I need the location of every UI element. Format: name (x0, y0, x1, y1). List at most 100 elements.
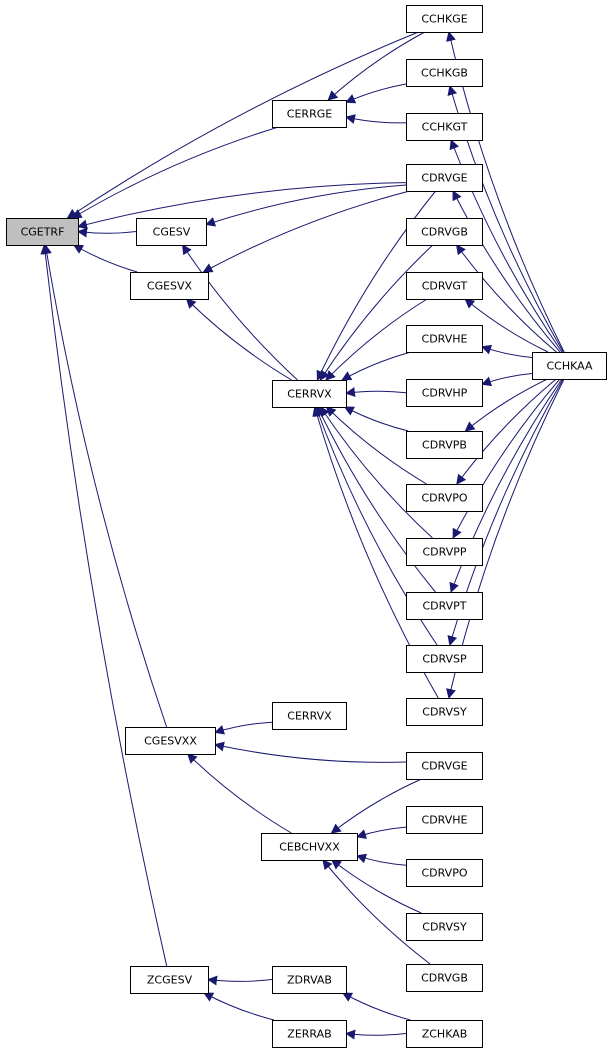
edge-cchkaa-to-cdrvpo (456, 378, 557, 485)
node-box[interactable] (130, 966, 209, 994)
node-cebchvxx[interactable]: CEBCHVXX (261, 833, 358, 861)
node-cdrvsy[interactable]: CDRVSY (406, 698, 483, 726)
node-box[interactable] (406, 698, 483, 726)
node-cdrvgt[interactable]: CDRVGT (406, 272, 483, 300)
edge-cchkaa-to-cdrvhe (481, 344, 533, 358)
node-box[interactable] (406, 484, 483, 512)
node-box[interactable] (406, 218, 483, 246)
edge-zcgesv-to-cgetrf (40, 244, 168, 967)
edge-cdrvgb2-to-cebchvxx (322, 859, 431, 965)
node-cdrvge[interactable]: CDRVGE (406, 164, 483, 192)
node-cchkge[interactable]: CCHKGE (406, 5, 483, 33)
edge-cchkge-to-cerrge (327, 31, 426, 101)
node-cdrvhe[interactable]: CDRVHE (406, 806, 483, 834)
node-cdrvhe[interactable]: CDRVHE (406, 325, 483, 353)
edge-cerrge-to-cgetrf (71, 126, 279, 219)
node-box[interactable] (406, 113, 483, 141)
node-zerrab[interactable]: ZERRAB (272, 1020, 347, 1048)
node-zcgesv[interactable]: ZCGESV (130, 966, 209, 994)
edge-cchkaa-to-cdrvhp (481, 373, 533, 387)
node-cchkgb[interactable]: CCHKGB (406, 59, 483, 87)
node-box[interactable] (272, 966, 347, 994)
node-cgesvxx[interactable]: CGESVXX (125, 727, 216, 755)
edge-cerrvx2-to-cgesvxx (214, 721, 273, 735)
node-box[interactable] (406, 645, 483, 673)
node-box[interactable] (406, 806, 483, 834)
edge-cerrvx-to-cgesv (181, 244, 298, 381)
node-box[interactable] (406, 964, 483, 992)
node-cchkaa[interactable]: CCHKAA (532, 352, 607, 380)
node-label: ZCGESV (147, 974, 193, 987)
node-label: CDRVSY (422, 706, 467, 719)
node-box[interactable] (406, 5, 483, 33)
node-label: CERRVX (287, 388, 332, 401)
node-label: CDRVSP (422, 653, 467, 666)
node-label: ZERRAB (287, 1028, 331, 1041)
node-box[interactable] (406, 1020, 483, 1048)
node-label: CDRVGT (422, 280, 468, 293)
node-cgetrf[interactable]: CGETRF (6, 218, 79, 246)
edge-cdrvge-to-cgesv (205, 184, 407, 227)
node-cdrvgb[interactable]: CDRVGB (406, 218, 483, 246)
node-box[interactable] (272, 100, 347, 128)
node-cerrvx[interactable]: CERRVX (272, 702, 347, 730)
edge-cdrvpo2-to-cebchvxx (356, 853, 407, 866)
node-cdrvpp[interactable]: CDRVPP (406, 538, 483, 566)
node-cchkgt[interactable]: CCHKGT (406, 113, 483, 141)
edge-zdrvab-to-zcgesv (207, 975, 273, 986)
node-box[interactable] (406, 379, 483, 407)
nodes-layer: CGETRF CERRGE CGESV CGESVX CERRVX CGESVXX CERR… (6, 5, 607, 1048)
node-box[interactable] (406, 592, 483, 620)
edge-zerrab-to-zcgesv (203, 992, 275, 1021)
node-cdrvpt[interactable]: CDRVPT (406, 592, 483, 620)
node-box[interactable] (406, 431, 483, 459)
node-box[interactable] (406, 913, 483, 941)
node-label: CCHKGT (422, 121, 468, 134)
node-label: CDRVPT (422, 600, 466, 613)
node-box[interactable] (272, 702, 347, 730)
node-box[interactable] (125, 727, 216, 755)
node-box[interactable] (136, 218, 207, 246)
node-cdrvpo[interactable]: CDRVPO (406, 484, 483, 512)
node-cdrvpb[interactable]: CDRVPB (406, 431, 483, 459)
node-cerrge[interactable]: CERRGE (272, 100, 347, 128)
edge-cdrvge-to-cerrvx (316, 190, 436, 381)
node-box[interactable] (532, 352, 607, 380)
edge-cdrvgb-to-cerrvx (319, 244, 434, 381)
node-box[interactable] (406, 859, 483, 887)
node-box[interactable] (406, 59, 483, 87)
edge-cdrvgt-to-cerrvx (325, 298, 428, 381)
node-box[interactable] (406, 752, 483, 780)
node-cdrvgb[interactable]: CDRVGB (406, 964, 483, 992)
node-zdrvab[interactable]: ZDRVAB (272, 966, 347, 994)
node-box[interactable] (272, 1020, 347, 1048)
node-box[interactable] (406, 325, 483, 353)
node-box[interactable] (130, 272, 209, 300)
node-label: CCHKGB (421, 67, 468, 80)
node-zchkab[interactable]: ZCHKAB (406, 1020, 483, 1048)
node-box[interactable] (406, 272, 483, 300)
node-label: CERRGE (287, 108, 332, 121)
node-cdrvsp[interactable]: CDRVSP (406, 645, 483, 673)
node-box[interactable] (6, 218, 79, 246)
node-cdrvge[interactable]: CDRVGE (406, 752, 483, 780)
node-cgesv[interactable]: CGESV (136, 218, 207, 246)
node-label: CDRVHP (422, 387, 468, 400)
node-box[interactable] (406, 164, 483, 192)
edge-cerrvx-to-cgesvx (185, 298, 292, 381)
node-label: CDRVPO (421, 867, 467, 880)
node-cdrvhp[interactable]: CDRVHP (406, 379, 483, 407)
node-box[interactable] (272, 380, 347, 408)
node-cgesvx[interactable]: CGESVX (130, 272, 209, 300)
node-label: CDRVGB (421, 972, 468, 985)
node-label: CDRVPP (423, 546, 467, 559)
node-cerrvx[interactable]: CERRVX (272, 380, 347, 408)
edge-cdrvpb-to-cerrvx (343, 406, 409, 432)
node-cdrvsy[interactable]: CDRVSY (406, 913, 483, 941)
node-box[interactable] (406, 538, 483, 566)
node-label: CDRVSY (422, 921, 467, 934)
node-box[interactable] (261, 833, 358, 861)
edge-cebchvxx-to-cgesvxx (186, 753, 292, 834)
node-cdrvpo[interactable]: CDRVPO (406, 859, 483, 887)
